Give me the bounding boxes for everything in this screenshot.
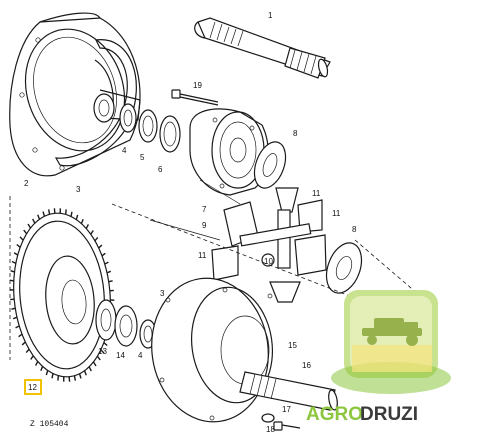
lower-shaft xyxy=(239,371,338,411)
logo-text-agro: AGRO xyxy=(306,404,363,425)
gear-tooth xyxy=(70,211,73,217)
gear-tooth xyxy=(90,230,94,235)
callout-7: 7 xyxy=(202,205,207,214)
gear-tooth xyxy=(88,366,92,372)
callout-16: 16 xyxy=(302,361,311,370)
callout-8b: 8 xyxy=(352,225,357,234)
callout-1: 1 xyxy=(268,11,273,20)
callout-11c: 11 xyxy=(198,251,207,260)
housing-plate xyxy=(9,12,141,177)
gear-tooth xyxy=(13,252,19,256)
callout-5: 5 xyxy=(140,153,145,162)
gear-tooth xyxy=(21,341,26,346)
callout-10: 10 xyxy=(264,257,273,266)
drawing-code: Z 105404 xyxy=(30,420,69,429)
gear-tooth xyxy=(101,252,106,257)
small-bolts xyxy=(261,413,301,431)
gear-tooth xyxy=(37,214,41,220)
output-shaft xyxy=(194,17,331,79)
gear-tooth xyxy=(27,223,32,229)
callout-6: 6 xyxy=(158,165,163,174)
upper-bearings xyxy=(93,93,181,153)
callout-labels: 1 2 3 4 5 6 7 8 9 10 11 11 11 3 13 14 4 … xyxy=(24,11,357,434)
gear-tooth xyxy=(18,333,23,338)
gear-tooth xyxy=(78,373,82,379)
gear-tooth xyxy=(98,244,103,249)
gear-tooth xyxy=(25,348,30,354)
gear-tooth xyxy=(9,279,14,282)
callout-15: 15 xyxy=(288,341,297,350)
callout-12-highlight xyxy=(24,379,42,395)
gear-tooth xyxy=(35,361,39,366)
differential-gears xyxy=(211,187,327,303)
gear-tooth xyxy=(16,243,21,248)
differential-case xyxy=(189,108,269,196)
gear-tooth xyxy=(73,375,77,381)
callout-18: 18 xyxy=(266,425,275,434)
gear-tooth xyxy=(45,370,49,376)
gear-tooth xyxy=(11,307,16,310)
gear-tooth xyxy=(40,366,44,372)
callout-17: 17 xyxy=(282,405,291,414)
lower-bearings xyxy=(95,299,157,349)
gear-tooth xyxy=(75,214,79,220)
callout-14: 14 xyxy=(116,351,125,360)
gear-tooth xyxy=(96,355,101,361)
callout-11b: 11 xyxy=(332,209,341,218)
callout-3: 3 xyxy=(76,185,81,194)
thrust-washer-lower xyxy=(325,242,363,294)
gear-tooth xyxy=(83,370,87,376)
gear-tooth xyxy=(12,316,18,320)
bolt xyxy=(171,89,219,106)
gear-tooth xyxy=(47,209,51,215)
gear-tooth xyxy=(30,355,34,360)
callout-8: 8 xyxy=(293,129,298,138)
thrust-washer-upper xyxy=(253,141,287,189)
callout-2: 2 xyxy=(24,179,29,188)
gear-tooth xyxy=(11,260,17,264)
gear-tooth xyxy=(42,211,46,217)
callout-13: 13 xyxy=(98,347,107,356)
gear-tooth xyxy=(106,270,112,274)
gear-tooth xyxy=(104,261,109,265)
lower-housing xyxy=(151,277,274,423)
gear-tooth xyxy=(51,373,54,379)
gear-tooth xyxy=(23,229,28,235)
callout-4: 4 xyxy=(122,146,127,155)
gear-tooth xyxy=(85,224,89,229)
logo-text-druzi: DRUZI xyxy=(360,404,418,425)
gear-tooth xyxy=(94,236,99,242)
gear-tooth xyxy=(108,280,113,283)
snap-ring xyxy=(54,39,137,167)
gear-tooth xyxy=(92,361,97,367)
agrodruzi-logo: AGRO DRUZI xyxy=(306,290,451,425)
callout-4b: 4 xyxy=(138,351,143,360)
gear-tooth xyxy=(19,236,24,241)
gear-tooth xyxy=(15,325,20,329)
callout-11a: 11 xyxy=(312,189,321,198)
gear-tooth xyxy=(100,349,105,354)
ring-gear xyxy=(9,208,115,382)
callout-12: 12 xyxy=(28,383,37,392)
gear-tooth xyxy=(10,269,15,273)
callout-3b: 3 xyxy=(160,289,165,298)
leader-lines xyxy=(9,179,426,360)
callout-9: 9 xyxy=(202,221,207,230)
callout-19: 19 xyxy=(193,81,202,90)
gear-tooth xyxy=(32,218,36,224)
gear-tooth xyxy=(80,218,84,224)
gear-tooth xyxy=(103,342,108,347)
